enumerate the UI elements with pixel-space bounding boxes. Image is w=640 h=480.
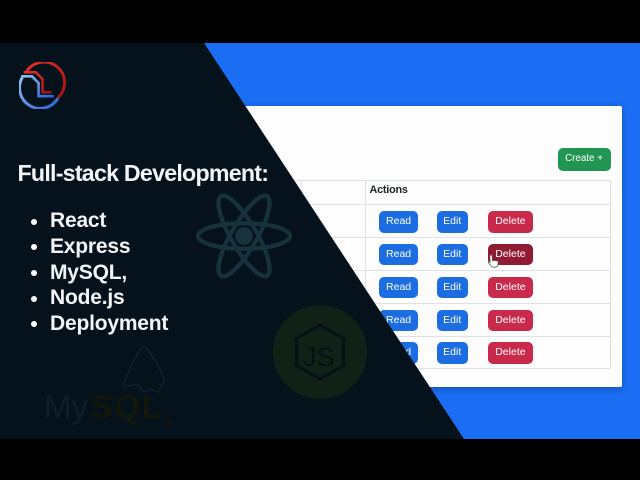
- svg-text:JS: JS: [303, 342, 335, 372]
- svg-text:SQL: SQL: [91, 388, 163, 425]
- svg-text:My: My: [44, 388, 88, 425]
